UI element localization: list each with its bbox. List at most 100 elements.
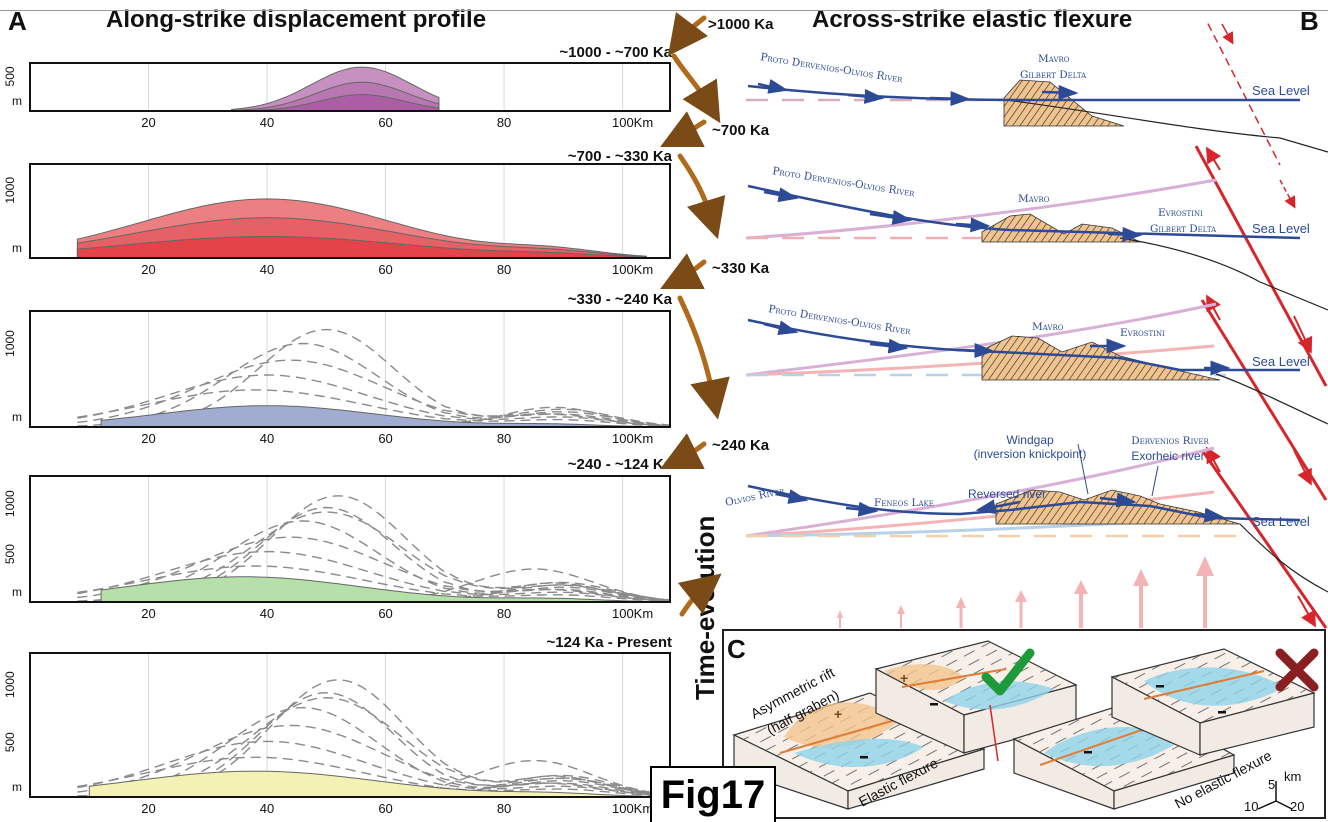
x-tick-label: 100Km [612,606,653,621]
profile-frame [29,475,671,603]
scale-unit: km [1284,769,1301,784]
y-axis-label: 1000 [3,490,17,517]
scale-axes-icon [1257,781,1293,810]
panel-a-letter: A [8,6,27,36]
scale-vertical: 5 [1268,777,1275,792]
x-tick-label: 60 [378,431,392,446]
profile-frame [29,652,671,798]
x-tick-label: 60 [378,262,392,277]
cross-mark-icon [1275,648,1319,692]
y-axis-label: m [12,585,22,599]
delta-label-s3-mavro: Mavro [1032,321,1064,333]
river-label-s2: Proto Dervenios-Olvios River [772,165,917,199]
x-tick-label: 100Km [612,262,653,277]
x-tick-label: 40 [260,801,274,816]
timeline-arrows [660,11,730,617]
x-tick-label: 80 [497,606,511,621]
svg-text:+: + [900,670,908,686]
scale-right: 20 [1290,799,1304,813]
y-axis-label: 500 [3,544,17,564]
previous-stage-envelope [77,565,671,602]
y-axis-label: m [12,410,22,424]
y-axis-label: 1000 [3,330,17,357]
period-label-3: ~330 - ~240 Ka [567,291,672,308]
profile-frame [29,163,671,259]
delta-label-s3-evrostini: Evrostini [1120,327,1165,339]
previous-stage-envelope [77,550,671,602]
y-axis-label: m [12,241,22,255]
period-label-5: ~124 Ka - Present [546,634,673,651]
y-axis-label: 500 [3,732,17,752]
time-label-240: ~240 Ka [712,437,770,454]
delta-label-s1-b: Gilbert Delta [1020,69,1087,81]
profile-frame [29,62,671,112]
sea-level-label-s1: Sea Level [1252,83,1310,98]
period-label-2: ~700 - ~330 Ka [567,148,672,165]
x-tick-label: 40 [260,115,274,130]
time-label-700: ~700 Ka [712,122,770,139]
y-axis-label: 500 [3,66,17,86]
previous-stage-envelope [77,706,671,797]
dervenios-label-b: Exorheic river [1131,449,1204,463]
y-axis-label: 1000 [3,671,17,698]
river-label-s1: Proto Dervenios-Olvios River [760,51,905,85]
x-tick-label: 80 [497,431,511,446]
x-tick-label: 40 [260,431,274,446]
time-label-330: ~330 Ka [712,260,770,277]
previous-stage-envelope [77,724,671,797]
elastic-flexure-blocks: + + [732,640,1078,810]
svg-text:+: + [834,706,842,722]
windgap-label-b: (inversion knickpoint) [974,447,1087,461]
x-tick-label: 80 [497,801,511,816]
delta-label-s1-a: Mavro [1038,53,1070,65]
previous-stage-envelope [77,389,671,427]
panel-c-letter: C [727,634,746,664]
y-axis-label: 1000 [3,177,17,204]
panel-c-blocks: + + Asymmetric rift (half graben) Elasti… [732,640,1319,813]
previous-stage-envelope [77,328,671,428]
top-rule [0,10,1328,11]
figure-label: Fig17 [650,766,776,822]
x-tick-label: 20 [141,431,155,446]
cross-section-4: Olvios River Feneos Lake Reversed river … [724,433,1328,593]
x-tick-label: 100Km [612,431,653,446]
x-tick-label: 40 [260,606,274,621]
reversed-river-label: Reversed river [968,487,1046,501]
no-elastic-flexure-blocks [1012,648,1319,810]
x-tick-label: 100Km [612,115,653,130]
windgap-label-a: Windgap [1006,433,1054,447]
sea-level-label-s3: Sea Level [1252,354,1310,369]
previous-stage-envelope [77,756,671,797]
x-tick-label: 20 [141,262,155,277]
x-tick-label: 20 [141,801,155,816]
delta-label-s2-gilbert: Gilbert Delta [1150,223,1217,235]
y-axis-label: m [12,94,22,108]
displacement-profile-2: 1000 m 20 40 60 80 100Km [0,163,672,279]
x-tick-label: 80 [497,262,511,277]
cross-section-1: Proto Dervenios-Olvios River Mavro Gilbe… [746,51,1328,153]
period-label-4: ~240 - ~124 Ka [567,456,672,473]
displacement-fill [76,236,647,259]
lake-label-s4: Feneos Lake [874,497,934,509]
previous-stage-envelope [77,536,671,602]
displacement-fill [100,576,647,603]
x-tick-label: 80 [497,115,511,130]
cross-sections: Proto Dervenios-Olvios River Mavro Gilbe… [724,20,1328,629]
checkmark-icon [981,648,1035,696]
sea-level-label-s2: Sea Level [1252,221,1310,236]
x-tick-label: 40 [260,262,274,277]
displacement-fill [231,93,440,112]
displacement-fill [88,770,647,798]
profile-frame [29,310,671,428]
x-tick-label: 60 [378,115,392,130]
x-tick-label: 60 [378,801,392,816]
time-label-1000: >1000 Ka [708,16,774,33]
period-label-1: ~1000 - ~700 Ka [559,44,672,61]
previous-stage-envelope [77,740,671,797]
x-tick-label: 20 [141,606,155,621]
displacement-fill [100,405,647,428]
scale-left: 10 [1244,799,1258,813]
y-axis-label: m [12,780,22,794]
